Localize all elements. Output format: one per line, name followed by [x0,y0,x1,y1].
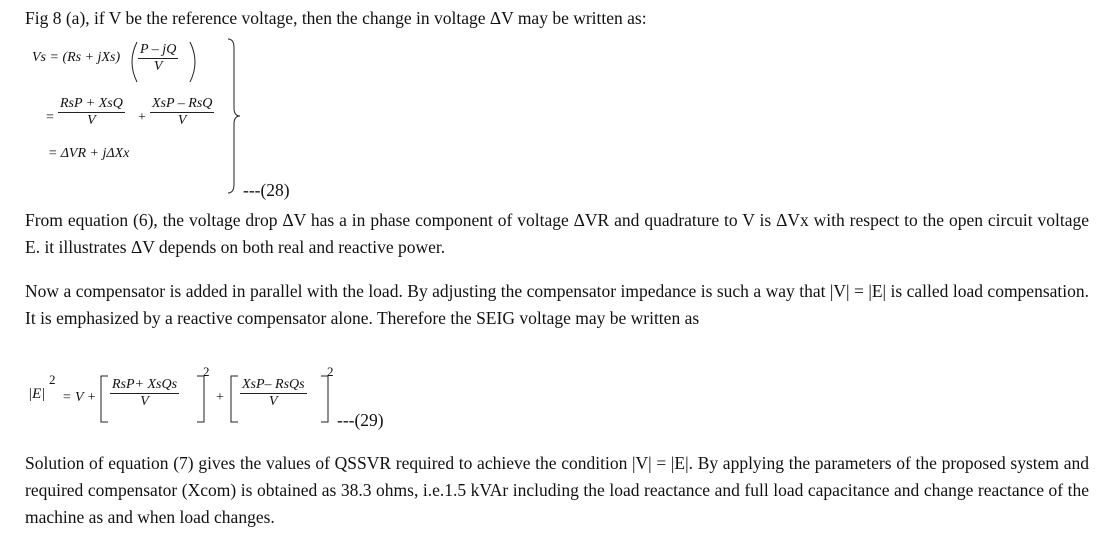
eq28-right-brace [227,38,241,194]
eq29-open-bracket-1 [100,375,108,423]
eq29-frac1-denominator: V [140,394,149,409]
eq29-frac2-numerator: XsP– RsQs [240,377,307,394]
intro-line: Fig 8 (a), if V be the reference voltage… [25,8,647,28]
eq28-frac3-denominator: V [177,113,187,128]
eq29-frac1-numerator: RsP+ XsQs [110,377,180,394]
eq29-lhs-exponent: 2 [49,372,56,387]
eq28-lhs: Vs = (Rs + jXs) [32,50,121,65]
eq28-frac2-numerator: RsP + XsQ [58,96,125,113]
eq29-equals-v: = V + [62,390,97,405]
eq29-close-bracket-1 [197,375,205,423]
eq29-lhs: |E| [28,386,46,402]
eq29-close-bracket-2 [321,375,329,423]
eq29-exponent-1: 2 [203,364,210,379]
eq28-frac1-numerator: P – jQ [138,42,179,59]
eq28-line2-equals: = [46,110,54,125]
eq28-frac3-numerator: XsP – RsQ [150,96,215,113]
eq29-number: ---(29) [337,410,384,430]
paragraph-3: Solution of equation (7) gives the value… [25,453,1089,527]
paragraph-1: From equation (6), the voltage drop ΔV h… [25,210,1089,257]
eq29-open-bracket-2 [230,375,238,423]
eq28-close-paren [189,41,196,83]
eq29-plus: + [216,390,224,405]
eq28-line3: = ΔVR + jΔXx [48,146,130,161]
eq29-frac2-denominator: V [269,394,278,409]
eq28-number: ---(28) [243,180,290,200]
eq28-frac1-denominator: V [153,59,163,74]
eq28-plus: + [138,110,146,125]
paragraph-2: Now a compensator is added in parallel w… [25,281,1089,328]
eq29-exponent-2: 2 [327,364,334,379]
eq28-open-paren [131,41,138,83]
eq28-frac2-denominator: V [87,113,96,128]
